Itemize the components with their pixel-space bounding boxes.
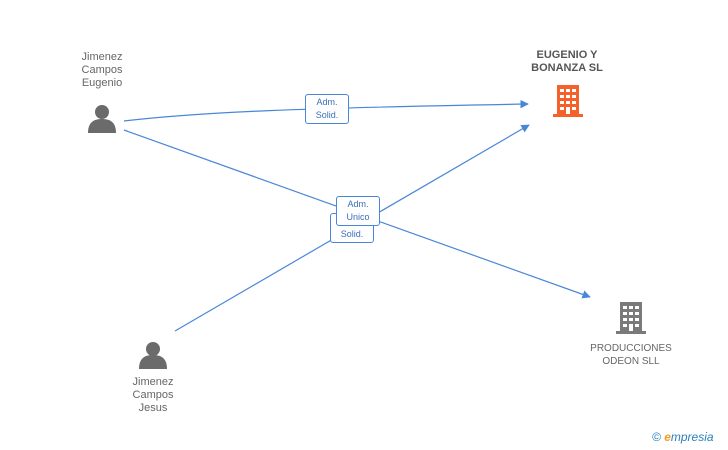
company-line: ODEON SLL xyxy=(602,356,660,367)
company-name-label[interactable]: EUGENIO Y BONANZA SL xyxy=(512,49,622,75)
company-name-label[interactable]: PRODUCCIONES ODEON SLL xyxy=(579,342,683,368)
name-line: Jimenez xyxy=(81,51,123,63)
person-name-label[interactable]: Jimenez Campos Eugenio xyxy=(62,51,142,90)
role-line: Solid. xyxy=(315,110,339,120)
role-line: Unico xyxy=(346,212,370,222)
copyright-symbol: © xyxy=(652,430,661,444)
building-icon xyxy=(553,85,583,117)
edge-person1-to-main-company xyxy=(123,99,529,122)
edge-role-label[interactable]: Adm. Solid. xyxy=(305,94,349,124)
empresia-logo: © empresia xyxy=(652,430,714,444)
role-line: Solid. xyxy=(340,229,364,239)
name-line: Eugenio xyxy=(81,77,123,89)
person-icon xyxy=(88,105,116,133)
name-line: Campos xyxy=(132,389,174,401)
role-line: Adm. xyxy=(347,199,369,209)
logo-text: mpresia xyxy=(670,430,714,444)
name-line: Jimenez xyxy=(132,376,174,388)
name-line: Campos xyxy=(81,64,123,76)
edge-role-label[interactable]: Adm. Unico xyxy=(336,196,380,226)
role-line: Adm. xyxy=(316,97,338,107)
building-icon xyxy=(616,302,646,334)
logo-e: e xyxy=(664,430,671,444)
company-line: BONANZA SL xyxy=(531,62,603,74)
name-line: Jesus xyxy=(138,402,168,414)
person-name-label[interactable]: Jimenez Campos Jesus xyxy=(113,376,193,415)
company-line: EUGENIO Y xyxy=(536,49,598,61)
person-icon xyxy=(139,342,167,369)
company-line: PRODUCCIONES xyxy=(590,343,672,354)
